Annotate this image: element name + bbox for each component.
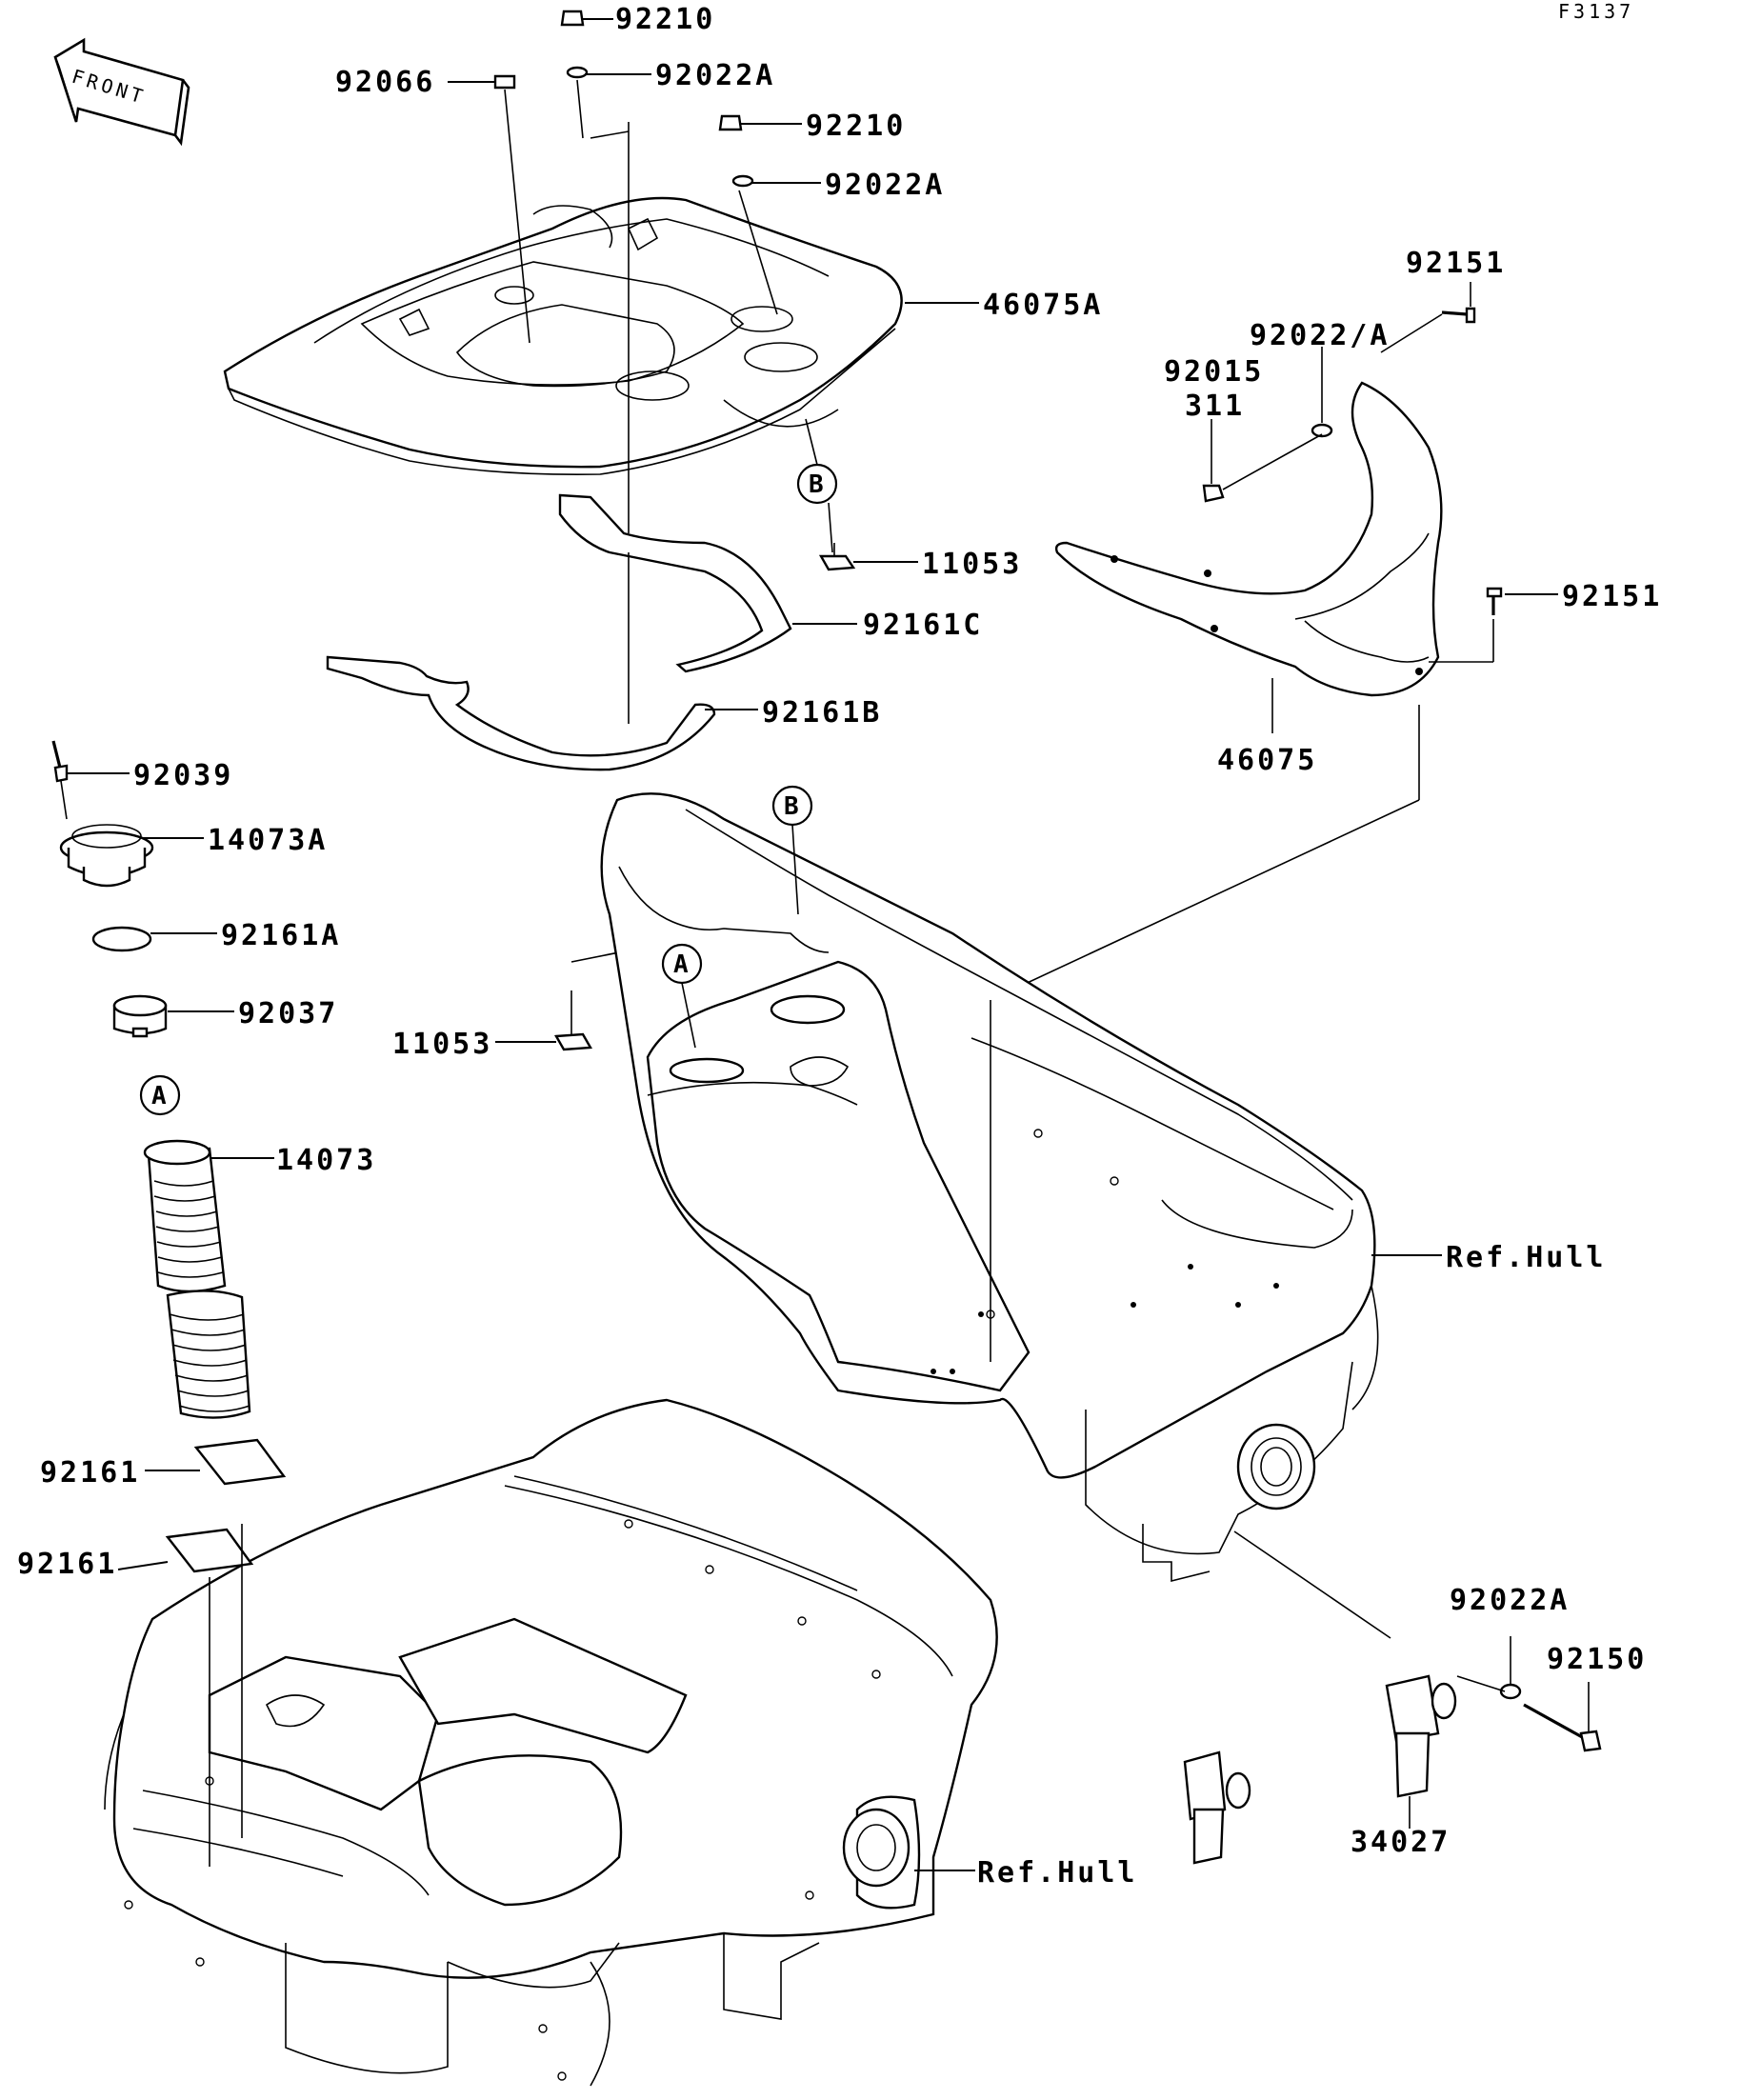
label-92022A-mid: 92022A — [825, 169, 945, 202]
callout-a-left-text: A — [151, 1082, 167, 1110]
cover-46075-part — [1054, 381, 1443, 697]
label-92161C: 92161C — [863, 609, 983, 642]
figure-code: F3137 — [1558, 0, 1634, 23]
label-92022A-low: 92022A — [1450, 1584, 1570, 1617]
label-46075: 46075 — [1217, 744, 1317, 777]
washer-92022-A-icon — [1311, 423, 1333, 438]
label-92161A: 92161A — [221, 919, 341, 952]
callout-a-left — [139, 1074, 181, 1116]
label-92015: 92015 — [1164, 355, 1264, 389]
label-92037: 92037 — [238, 997, 338, 1030]
rivet-92039-icon — [51, 740, 69, 820]
washer-92022A-low-icon — [1499, 1683, 1522, 1700]
label-92151-right: 92151 — [1562, 580, 1662, 613]
bolt-92066-icon — [493, 74, 516, 90]
hose-14073-part — [143, 1139, 251, 1419]
clip-11053-right-icon — [818, 554, 856, 571]
clip-11053-left-icon — [554, 1032, 592, 1051]
decal-92161-lower-icon — [165, 1528, 254, 1573]
screw-92151-right-icon — [1486, 587, 1503, 615]
washer-92022A-mid-icon — [731, 174, 754, 188]
label-ref-hull-upper: Ref.Hull — [1446, 1241, 1607, 1274]
label-311: 311 — [1185, 390, 1245, 423]
decal-92161-upper-icon — [193, 1438, 287, 1486]
nut-92210-top-icon — [560, 10, 585, 27]
hull-lower-part — [104, 1398, 998, 2087]
label-92022A-top: 92022A — [655, 59, 775, 92]
label-11053-left: 11053 — [392, 1028, 492, 1061]
callout-b-upper-text: B — [809, 470, 824, 499]
vent-cap-14073A-part — [59, 824, 154, 888]
label-ref-hull-lower: Ref.Hull — [977, 1856, 1138, 1890]
handle-34027-part — [1183, 1590, 1457, 1865]
label-46075A: 46075A — [983, 289, 1103, 322]
label-92161B: 92161B — [762, 696, 882, 730]
clamp-92037-icon — [112, 994, 168, 1038]
callout-a-center-text: A — [673, 950, 689, 979]
label-92210-mid: 92210 — [806, 110, 906, 143]
label-92161-b: 92161 — [17, 1548, 117, 1581]
label-92161-a: 92161 — [40, 1456, 140, 1490]
label-14073A: 14073A — [208, 824, 328, 857]
nut-92015-icon — [1202, 484, 1225, 503]
label-11053-right: 11053 — [922, 548, 1022, 581]
label-92151-top: 92151 — [1406, 247, 1506, 280]
label-92210-top: 92210 — [615, 3, 715, 36]
label-92150: 92150 — [1547, 1643, 1647, 1676]
bolt-92150-icon — [1523, 1703, 1602, 1752]
label-34027: 34027 — [1351, 1826, 1451, 1859]
label-92022-A: 92022/A — [1250, 319, 1390, 352]
o-ring-92161A-icon — [91, 926, 152, 952]
screw-92151-top-icon — [1441, 307, 1476, 324]
washer-92022A-top-icon — [566, 66, 589, 79]
deck-hull-upper-part — [600, 792, 1379, 1583]
gasket-92161C-part — [558, 493, 792, 673]
nut-92210-mid-icon — [718, 114, 743, 131]
gasket-92161B-part — [326, 655, 716, 771]
callout-b-lower-text: B — [784, 792, 799, 821]
label-92039: 92039 — [133, 759, 233, 792]
label-14073: 14073 — [276, 1144, 376, 1177]
front-arrow-icon: FRONT — [53, 37, 190, 147]
label-92066: 92066 — [335, 66, 435, 99]
storage-cover-part — [223, 196, 903, 476]
